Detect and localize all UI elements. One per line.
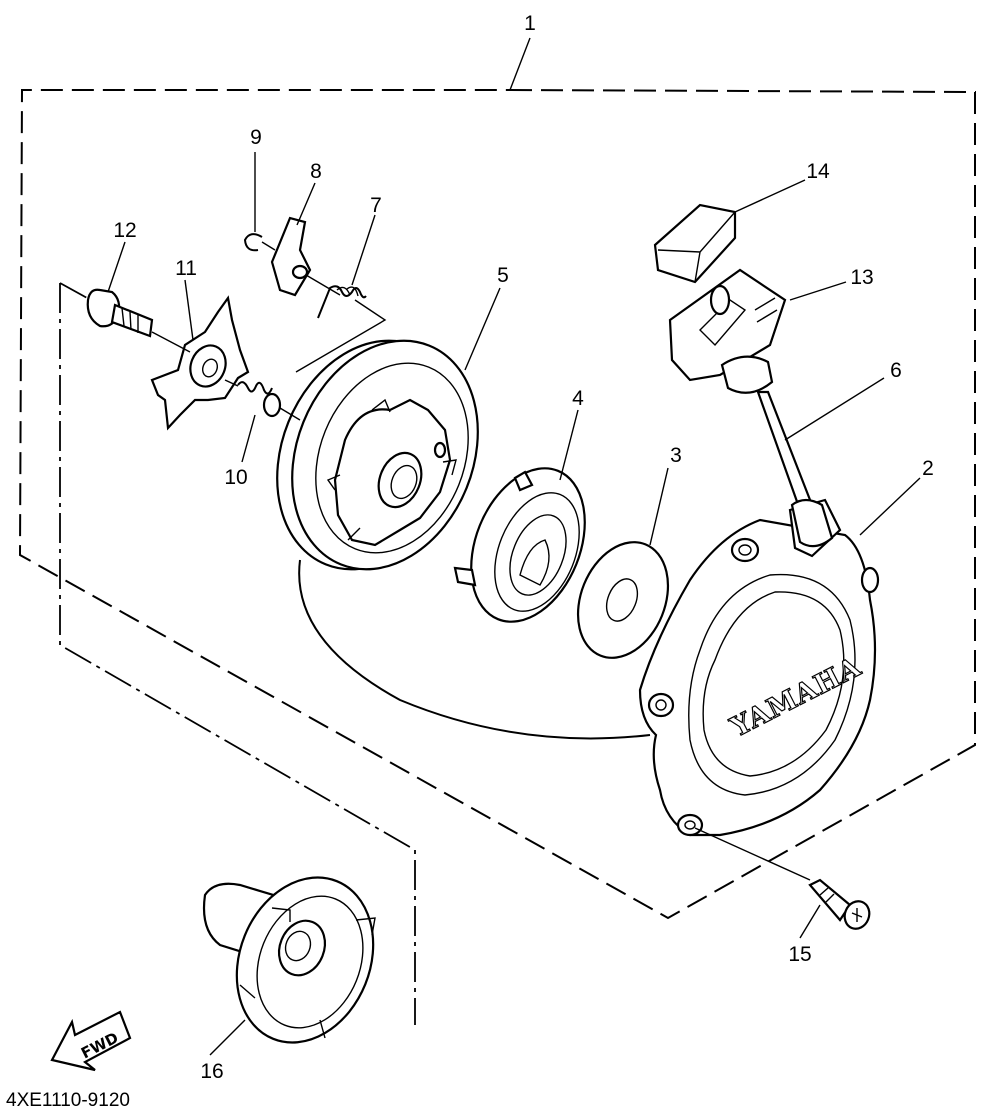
mounting-reference-frame (59, 283, 416, 1025)
callout-4: 4 (572, 387, 584, 410)
assembly-boundary (18, 89, 976, 920)
pulley-link-line (295, 299, 387, 373)
callout-5: 5 (497, 264, 509, 287)
drive-plate (150, 295, 250, 431)
starter-case: YAMAHA (638, 498, 880, 837)
handle-grip (653, 203, 737, 284)
circlip (243, 233, 276, 252)
flange-bolt (86, 288, 191, 353)
case-screw (694, 827, 871, 930)
callout-3: 3 (670, 444, 682, 467)
handle-rope (756, 390, 834, 548)
compression-spring (224, 379, 282, 418)
callout-12: 12 (113, 219, 136, 242)
ratchet-pawl (270, 216, 341, 297)
torsion-spring (317, 285, 367, 319)
callout-7: 7 (370, 194, 382, 217)
drawing-code: 4XE1110-9120 (6, 1090, 130, 1111)
callout-6: 6 (890, 359, 902, 382)
callout-14: 14 (806, 160, 830, 183)
starter-rope (298, 559, 651, 740)
callout-labels: 1 2 3 4 5 6 7 8 9 10 11 12 13 14 15 16 (113, 12, 934, 1083)
spiral-spring (453, 467, 586, 623)
rope-pulley (276, 339, 479, 571)
callout-16: 16 (200, 1060, 223, 1083)
callout-13: 13 (850, 266, 873, 289)
drive-pulley (202, 876, 376, 1044)
forward-arrow-icon: FWD (50, 1010, 132, 1072)
callout-1: 1 (524, 12, 536, 35)
callout-2: 2 (922, 457, 934, 480)
callout-11: 11 (175, 257, 197, 280)
callout-10: 10 (224, 466, 247, 489)
callout-15: 15 (788, 943, 811, 966)
callout-9: 9 (250, 126, 262, 149)
leader-lines (107, 37, 921, 1056)
callout-8: 8 (310, 160, 322, 183)
washer (576, 541, 670, 659)
starter-handle (668, 268, 787, 394)
